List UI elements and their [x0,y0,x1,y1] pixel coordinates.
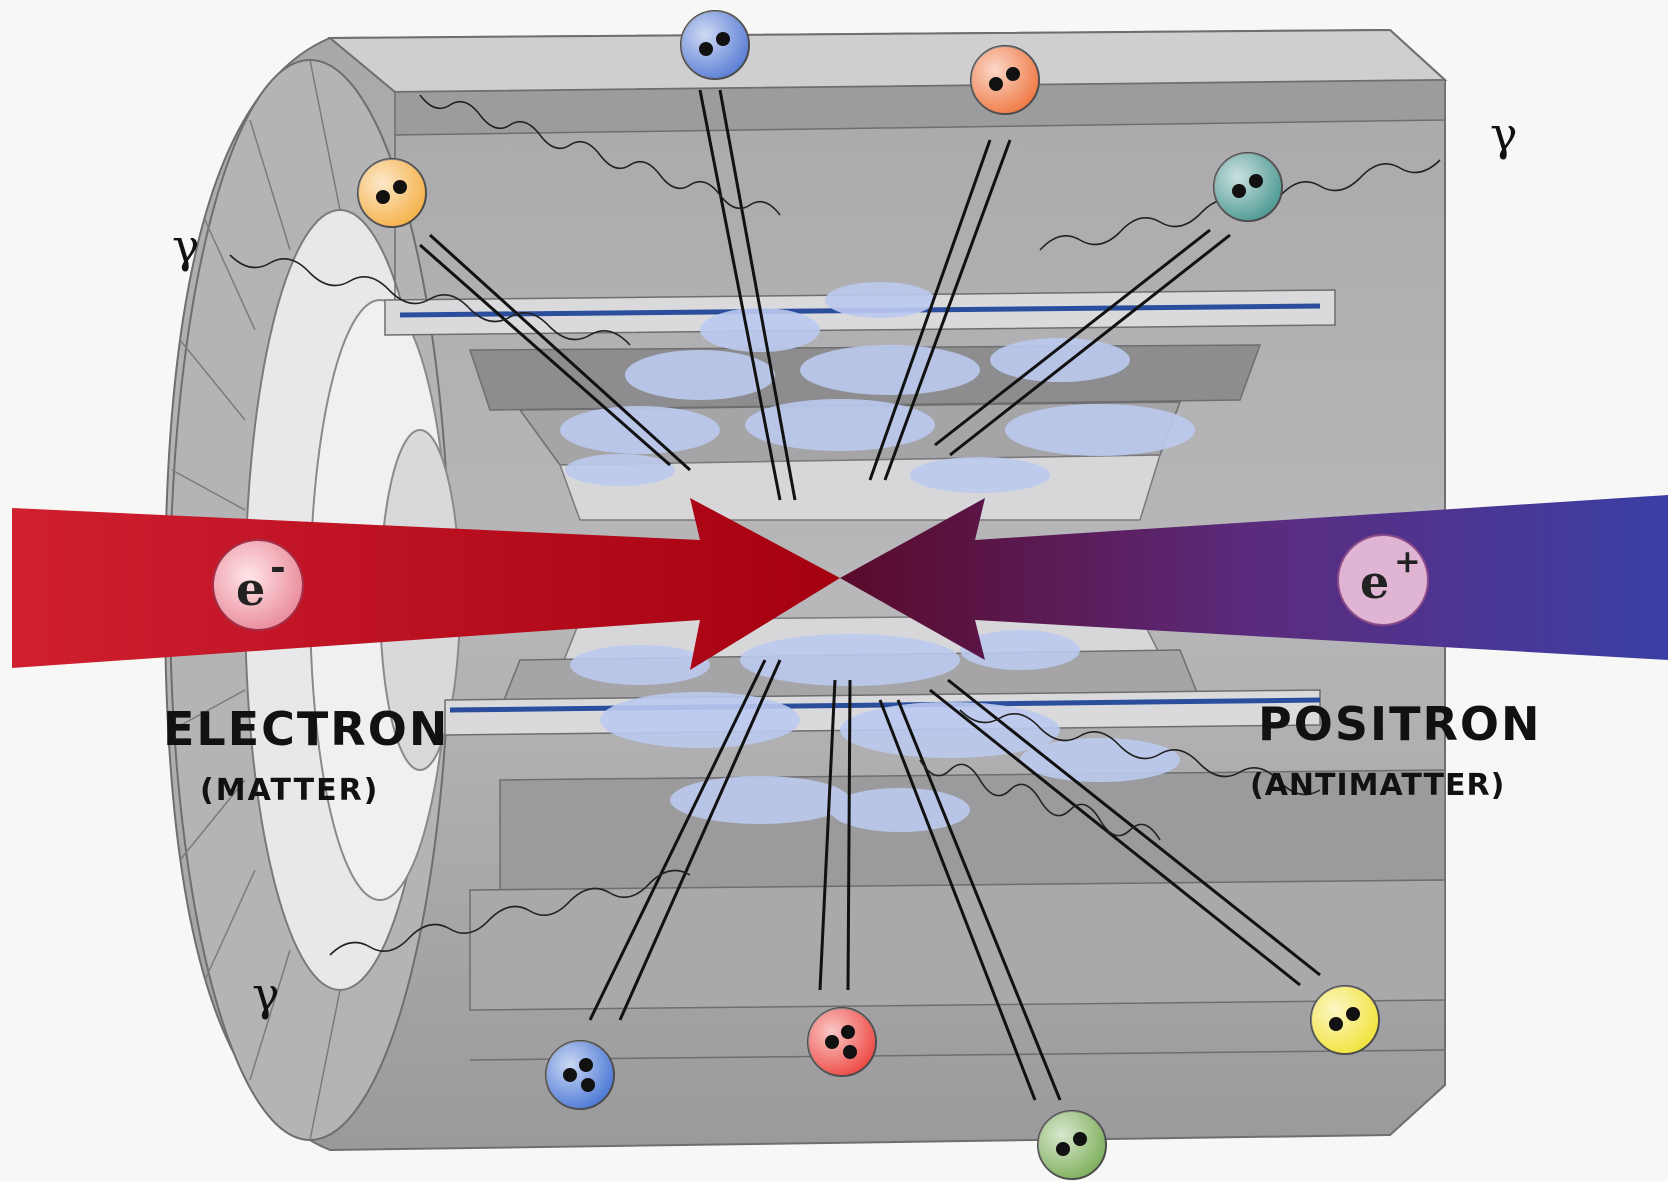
quark-dot [376,190,390,204]
quark-dot [825,1035,839,1049]
particle-green-bottom [1037,1110,1107,1180]
positron-label: POSITRON [1258,697,1541,751]
lower-layer-1 [469,879,1446,1011]
particle-yellow-right [1310,985,1380,1055]
particle-teal-right [1213,152,1283,222]
quark-dot [716,32,730,46]
quark-dot [843,1045,857,1059]
electron-symbol: e [236,562,265,616]
electron-charge: - [270,544,286,589]
quark-dot [699,42,713,56]
electron-ball: e - [212,539,304,631]
quark-dot [841,1025,855,1039]
quark-dot [1249,174,1263,188]
particle-red-bottom [807,1007,877,1077]
electron-label: ELECTRON [163,702,449,756]
photon-label-bottom: γ [252,967,280,1021]
endcap-segments [171,59,341,1141]
particle-blue-top [680,10,750,80]
electron-sublabel: (MATTER) [200,773,379,808]
positron-beam [840,495,1668,660]
lower-edge-line [469,1049,1446,1061]
particle-orange-top [970,45,1040,115]
positron-charge: + [1394,542,1421,580]
quark-dot [1073,1132,1087,1146]
positron-ball: e + [1337,534,1429,626]
upper-layer-1 [394,79,1446,136]
particle-blue-bottom [545,1040,615,1110]
particle-yellow-orange-left [357,158,427,228]
quark-dot [1329,1017,1343,1031]
particle-tracks [419,89,1321,1101]
lower-blue-layer [449,697,1321,713]
quark-dot [581,1078,595,1092]
positron-sublabel: (ANTIMATTER) [1250,768,1505,803]
quark-dot [1346,1007,1360,1021]
electron-beam-arrow [12,498,840,670]
electron-beam [12,498,840,670]
quark-dot [989,77,1003,91]
photon-label-left: γ [172,219,200,273]
quark-dot [1232,184,1246,198]
quark-dot [563,1068,577,1082]
photon-label-right: γ [1490,107,1518,161]
hadron-particles [357,10,1380,1180]
positron-symbol: e [1360,555,1389,609]
quark-dot [1006,67,1020,81]
quark-dot [1056,1142,1070,1156]
quark-dot [393,180,407,194]
energy-cloud [560,282,1195,832]
quark-dot [579,1058,593,1072]
positron-beam-arrow [840,495,1668,660]
